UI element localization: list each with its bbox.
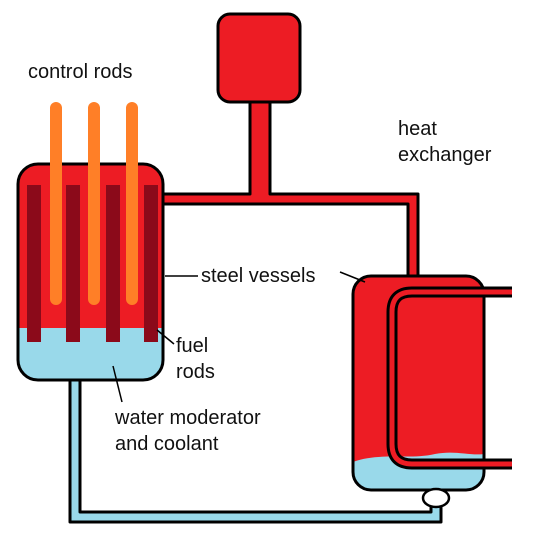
label-water-line2: and coolant — [115, 433, 219, 455]
fuel-rod — [27, 185, 41, 342]
fuel-rod — [144, 185, 158, 342]
steel-vessels-leader-hx — [339, 271, 366, 283]
label-heat-exchanger-line2: exchanger — [398, 144, 492, 166]
control-rods — [50, 102, 138, 305]
fuel-rods — [27, 185, 158, 342]
leader-lines — [112, 271, 366, 403]
heat-exchanger-vessel — [351, 274, 486, 492]
label-steel-vessels: steel vessels — [201, 265, 316, 287]
label-fuel-rods-line2: rods — [176, 361, 215, 383]
label-water-line1: water moderator — [115, 407, 261, 429]
label-fuel-rods-line1: fuel — [176, 335, 209, 357]
water-leader — [112, 365, 123, 403]
pressurizer-tank — [216, 12, 302, 104]
reactor-water — [18, 328, 163, 380]
fuel-rod — [66, 185, 80, 342]
fuel-rod — [106, 185, 120, 342]
control-rod — [126, 102, 138, 305]
control-rod — [50, 102, 62, 305]
secondary-loop-tube — [386, 286, 512, 470]
label-control-rods: control rods — [28, 61, 133, 83]
label-heat-exchanger-line1: heat — [398, 118, 437, 140]
hot-leg-pipe — [161, 98, 420, 280]
control-rod — [88, 102, 100, 305]
pump-icon — [421, 487, 451, 509]
fuel-rods-leader — [156, 329, 175, 345]
